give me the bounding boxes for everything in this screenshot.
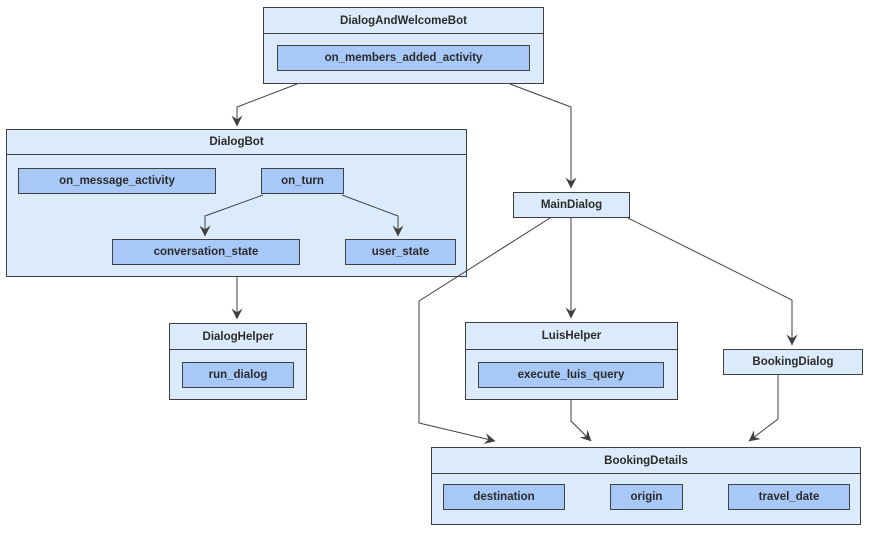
method-origin: origin [610, 484, 683, 510]
node-luis-helper-title: LuisHelper [466, 323, 677, 350]
node-luis-helper: LuisHelper [465, 322, 678, 400]
node-main-dialog: MainDialog [513, 192, 630, 218]
method-execute-luis-query: execute_luis_query [478, 362, 664, 388]
method-destination: destination [443, 484, 565, 510]
method-on-turn: on_turn [261, 168, 344, 194]
edge-dialogandwelcomebot-to-maindialog [509, 83, 577, 189]
node-dialog-and-welcome-bot-title: DialogAndWelcomeBot [264, 8, 543, 34]
method-run-dialog: run_dialog [182, 362, 294, 388]
method-travel-date: travel_date [728, 484, 850, 510]
method-on-members-added-activity: on_members_added_activity [277, 45, 530, 71]
method-conversation-state: conversation_state [112, 239, 300, 265]
node-dialog-helper-title: DialogHelper [170, 324, 306, 350]
edge-dialogandwelcomebot-to-dialogbot [231, 83, 298, 127]
method-user-state: user_state [345, 239, 456, 265]
node-booking-details-title: BookingDetails [432, 448, 860, 474]
method-on-message-activity: on_message_activity [18, 168, 216, 194]
node-dialog-bot-title: DialogBot [7, 130, 466, 155]
edge-bookingdialog-to-bookingdetails [748, 375, 779, 442]
node-booking-dialog: BookingDialog [723, 349, 863, 375]
edge-luishelper-to-bookingdetails [570, 400, 592, 442]
